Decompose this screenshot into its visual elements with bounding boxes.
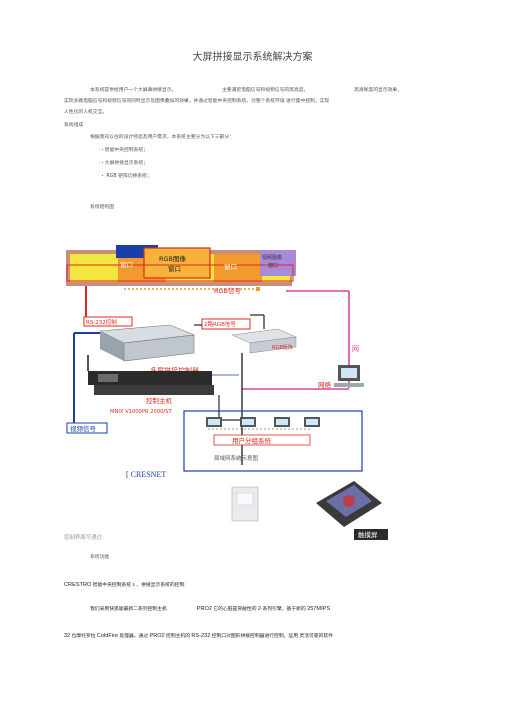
fl1-f: 257MIPS <box>307 606 331 612</box>
user-group-box <box>213 434 311 446</box>
win3-label: 窗口 <box>224 262 237 271</box>
fl2-g: RS-232 <box>191 633 211 639</box>
video-label: 视频信号 <box>70 424 97 433</box>
host-rack-2 <box>94 385 214 395</box>
video-box <box>66 422 108 434</box>
document-title: 大屏拼接显示系统解决方案 <box>192 52 313 63</box>
fl2-a: 32 <box>64 633 71 639</box>
fl1-d: 2 <box>257 606 261 612</box>
system-structure-diagram: 窗口 RGB图像 窗口 窗口 视频图像 窗口 RGB信号 网 网络 RS-232… <box>64 245 429 545</box>
rgb-signal-label: RGB信号 <box>214 286 242 295</box>
ctrl-host-label: 控制主机 <box>146 396 173 405</box>
fl2-b: 位摩托罗拉 <box>70 634 97 639</box>
multi-ctrl-front <box>123 334 195 362</box>
intro-line3: 人性化的人机交互。 <box>64 110 108 115</box>
fl1-a: 我们采用快思聪最新二系列控制主机 <box>90 607 167 612</box>
rgb-signal-box <box>201 318 251 330</box>
function-title: CRESTRO 智能中央控制系统 1 、拼接显示系统的控制 <box>64 581 184 588</box>
pc-screen <box>341 368 357 378</box>
lan-pc-3 <box>274 417 290 427</box>
user-group-label: 用户分组系统 <box>232 436 272 445</box>
rs232-label: RS-232控制 <box>86 318 117 326</box>
fl2-e: PRO2 <box>149 633 165 639</box>
lan-caption: 局域网系统示意图 <box>214 454 259 462</box>
multi-ctrl-side <box>100 331 124 361</box>
intro-line1-a: 本系统提供给用户一个大屏幕拼接显示， <box>90 88 177 93</box>
fl2-c: ColdFire <box>96 633 119 639</box>
rgb-signal-2-label: 2路RGB信号 <box>204 320 236 328</box>
function-title-rest: 智能中央控制系统 1 、拼接显示系统的控制 <box>91 583 185 588</box>
fl1-c: 它的心脏是突破性的 <box>212 607 258 612</box>
brand-name: CRESTRO <box>64 582 92 588</box>
rgb-signal-arrow <box>256 287 260 291</box>
fl1-e: -系列引擎，基于新的 <box>260 607 308 612</box>
list-item-2: ・大屏拼接显示系统； <box>100 161 148 166</box>
intro-line1-c: 高清晰度的显示效果， <box>354 88 402 93</box>
lan-pc-4 <box>304 417 320 427</box>
win1-label: 窗口 <box>120 260 133 269</box>
lan-pc-2 <box>240 417 256 427</box>
fl2-f: 控制主机的 <box>164 634 192 639</box>
list-item-3: ・ RGB 矩阵切换系统； <box>100 174 152 179</box>
rs232-box <box>83 316 133 327</box>
rgb-image-window <box>143 247 211 279</box>
rgb-matrix-label: RGB矩阵 <box>272 344 293 351</box>
win4-label-b: 窗口 <box>268 262 278 269</box>
win2-label-a: RGB图像 <box>159 254 187 263</box>
win4-label-a: 视频图像 <box>262 254 282 261</box>
multi-ctrl-label: 多屏拼接控制器 <box>150 366 199 375</box>
fl2-h: 控制口对图形拼接控制器进行控制，运用 灵活可靠的软件 <box>210 634 333 639</box>
fl1-b: PRO2 <box>196 606 212 612</box>
composition-intro: 根据我司以往的设计经验及用户需求，本系统主要分为以下三部分： <box>90 135 234 140</box>
lan-pc-1 <box>206 417 222 427</box>
rgb-matrix-front <box>249 336 297 354</box>
heading-function: 系统功能 <box>90 555 110 560</box>
video-image-window <box>260 250 296 276</box>
fl2-d: 处理器，通过 <box>118 634 150 639</box>
intro-line2: 实现多路电脑信号和视频信号的同时显示及图像叠加的效果，并通过智能中央控制系统，对… <box>64 99 330 104</box>
diagram-svg: 窗口 RGB图像 窗口 窗口 视频图像 窗口 RGB信号 网 网络 RS-232… <box>66 245 388 540</box>
wall-outline <box>66 264 294 282</box>
lan-frame <box>183 410 363 472</box>
touch-label: 触摸屏 <box>358 530 378 539</box>
touch-screen-graphic <box>343 495 355 507</box>
crestnet-label: [ CRESNET <box>126 470 166 479</box>
heading-structure: 系统结构图 <box>90 205 114 210</box>
wall-panel-1 <box>70 254 118 282</box>
net-label: 网络 <box>318 380 332 389</box>
pc-keyboard <box>334 383 364 387</box>
wall-panel-4 <box>214 254 262 282</box>
win2-label-b: 窗口 <box>168 264 181 273</box>
host-rack-1 <box>88 371 212 385</box>
touch-label-bg <box>354 529 388 540</box>
net2-label: 网 <box>352 345 359 353</box>
function-line2: 32 位摩托罗拉 ColdFire 处理器，通过 PRO2 控制主机的 RS-2… <box>64 632 333 639</box>
keypad-screen <box>236 492 254 506</box>
host-panel <box>98 374 118 382</box>
caption-interface: 控制界面可通过 <box>64 535 102 541</box>
heading-composition: 系统组成 <box>64 123 84 128</box>
function-line1: 我们采用快思聪最新二系列控制主机 PRO2 它的心脏是突破性的 2-系列引擎，基于… <box>90 605 330 612</box>
list-item-1: ・智能中央控制系统； <box>100 148 148 153</box>
intro-line1-b: 主要满足电脑信号和视频信号的高亮度， <box>222 88 309 93</box>
host-model-label: MNIX V1000PR 2000/ST <box>110 409 172 415</box>
